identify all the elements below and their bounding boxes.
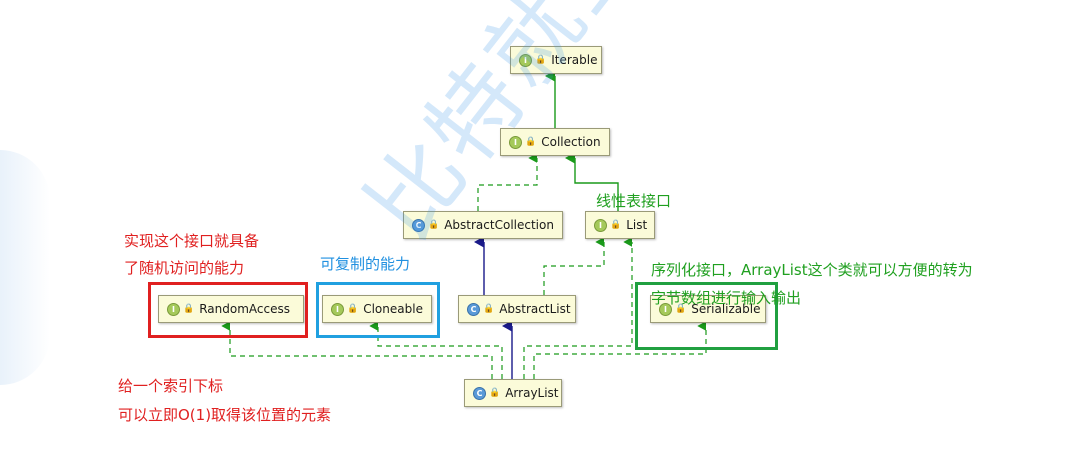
lock-icon: 🔒 <box>535 55 547 65</box>
random-access-note-line2: 了随机访问的能力 <box>124 259 245 277</box>
lock-icon: 🔒 <box>675 304 687 314</box>
node-collection[interactable]: I 🔒 Collection <box>500 128 610 156</box>
edge-arraylist-randomaccess <box>221 321 493 379</box>
lock-icon: 🔒 <box>347 304 359 314</box>
lock-icon: 🔒 <box>483 304 495 314</box>
interface-icon: I <box>519 53 532 67</box>
edge-list-collection <box>564 152 619 211</box>
serializable-note-line1: 序列化接口，ArrayList这个类就可以方便的转为 <box>651 261 973 279</box>
node-label: Iterable <box>551 53 598 67</box>
node-abstract-list[interactable]: C 🔒 AbstractList <box>458 295 576 323</box>
node-abstract-collection[interactable]: C 🔒 AbstractCollection <box>403 211 563 239</box>
lock-icon: 🔒 <box>525 137 537 147</box>
list-note: 线性表接口 <box>596 192 672 210</box>
random-access-highlight-frame <box>148 282 308 338</box>
side-panel-shade <box>0 150 50 385</box>
node-label: AbstractCollection <box>444 218 554 232</box>
node-label: Cloneable <box>363 302 423 316</box>
lock-icon: 🔒 <box>183 304 195 314</box>
class-icon: C <box>473 386 486 400</box>
node-label: RandomAccess <box>199 302 290 316</box>
lock-icon: 🔒 <box>489 388 501 398</box>
lock-icon: 🔒 <box>610 220 622 230</box>
interface-icon: I <box>167 302 180 316</box>
serializable-note-line2: 字节数组进行输入输出 <box>651 289 802 307</box>
interface-icon: I <box>509 135 522 149</box>
edge-abstractcollection-collection <box>477 153 538 211</box>
node-label: Serializable <box>691 302 761 316</box>
node-serializable[interactable]: I 🔒 Serializable <box>650 295 766 323</box>
edge-abstractlist-list <box>543 237 605 295</box>
node-iterable[interactable]: I 🔒 Iterable <box>510 46 602 74</box>
interface-icon: I <box>331 302 344 316</box>
node-label: Collection <box>541 135 601 149</box>
random-access-note-line1: 实现这个接口就具备 <box>124 232 260 250</box>
node-array-list[interactable]: C 🔒 ArrayList <box>464 379 562 407</box>
class-icon: C <box>467 302 480 316</box>
index-note-line1: 给一个索引下标 <box>118 377 224 395</box>
index-note-line2: 可以立即O(1)取得该位置的元素 <box>118 406 332 424</box>
interface-icon: I <box>659 302 672 316</box>
node-cloneable[interactable]: I 🔒 Cloneable <box>322 295 432 323</box>
node-list[interactable]: I 🔒 List <box>585 211 655 239</box>
lock-icon: 🔒 <box>428 220 440 230</box>
edge-arraylist-serializable <box>533 321 707 379</box>
node-label: List <box>626 218 648 232</box>
serializable-highlight-frame <box>635 282 778 350</box>
node-label: AbstractList <box>499 302 571 316</box>
edge-arraylist-list <box>523 237 633 379</box>
node-random-access[interactable]: I 🔒 RandomAccess <box>158 295 304 323</box>
node-label: ArrayList <box>505 386 559 400</box>
class-icon: C <box>412 218 425 232</box>
interface-icon: I <box>594 218 607 232</box>
cloneable-highlight-frame <box>316 282 440 338</box>
cloneable-note: 可复制的能力 <box>320 255 411 273</box>
